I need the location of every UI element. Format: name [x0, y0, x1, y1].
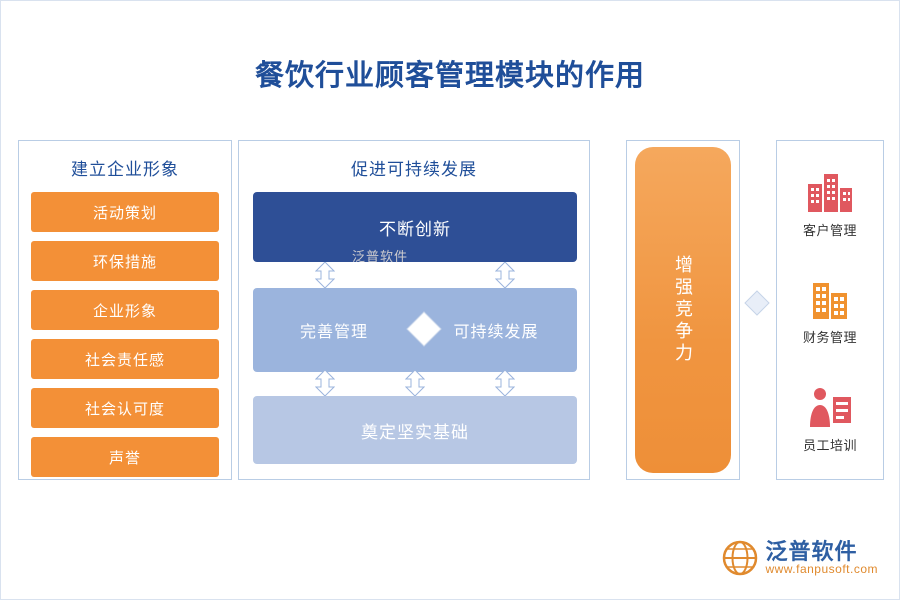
- sustain-bottom-box[interactable]: 奠定坚实基础: [253, 396, 577, 464]
- compete-pill-label[interactable]: 增强竞争力: [635, 147, 731, 473]
- sustain-top-box[interactable]: 不断创新: [253, 192, 577, 262]
- up-down-arrow-right-lower: [495, 370, 515, 396]
- logo-text: 泛普软件 www.fanpusoft.com: [765, 540, 878, 576]
- brand-item-5[interactable]: 声誉: [31, 437, 219, 477]
- module-label-1: 财务管理: [802, 330, 857, 346]
- up-down-arrow-center-lower: [405, 370, 425, 396]
- module-staff-training[interactable]: 员工培训: [777, 381, 883, 454]
- panel-connector-diamond-icon: [744, 290, 770, 316]
- panel-enhance-competitiveness: 增强竞争力: [626, 140, 740, 480]
- brand-item-list: 活动策划 环保措施 企业形象 社会责任感 社会认可度 声誉: [19, 192, 231, 477]
- sustain-mid-right-label: 可持续发展: [453, 324, 539, 341]
- buildings-icon: [805, 166, 855, 214]
- panel-brand-title: 建立企业形象: [71, 160, 179, 179]
- up-down-arrow-left-lower: [315, 370, 335, 396]
- brand-logo: 泛普软件 www.fanpusoft.com: [722, 540, 878, 576]
- panel-build-brand-image: 建立企业形象 活动策划 环保措施 企业形象 社会责任感 社会认可度 声誉: [18, 140, 232, 480]
- brand-item-1[interactable]: 环保措施: [31, 241, 219, 281]
- up-down-arrow-left-upper: [315, 262, 335, 288]
- sustain-stack: 不断创新 完善管理 可持续发展: [253, 192, 577, 468]
- panel-promote-sustainable-development: 促进可持续发展 不断创新 完善管理 可持续发展: [238, 140, 590, 480]
- module-label-2: 员工培训: [802, 437, 857, 453]
- module-label-0: 客户管理: [802, 223, 857, 239]
- module-finance-management[interactable]: 财务管理: [777, 273, 883, 346]
- person-training-icon: [805, 381, 855, 429]
- office-tower-icon: [805, 273, 855, 321]
- brand-item-3[interactable]: 社会责任感: [31, 339, 219, 379]
- panel-sustain-title: 促进可持续发展: [351, 160, 477, 179]
- globe-icon: [722, 540, 758, 576]
- sustain-mid-left-label: 完善管理: [299, 324, 368, 341]
- brand-item-2[interactable]: 企业形象: [31, 290, 219, 330]
- panel-modules: 客户管理 财务管理: [776, 140, 884, 480]
- logo-name-cn: 泛普软件: [765, 539, 858, 565]
- sustain-mid-box[interactable]: 完善管理 可持续发展: [253, 288, 577, 372]
- diamond-connector-icon: [405, 310, 443, 348]
- brand-item-4[interactable]: 社会认可度: [31, 388, 219, 428]
- brand-item-0[interactable]: 活动策划: [31, 192, 219, 232]
- up-down-arrow-right-upper: [495, 262, 515, 288]
- module-customer-management[interactable]: 客户管理: [777, 166, 883, 239]
- page-title: 餐饮行业顾客管理模块的作用: [254, 60, 645, 92]
- logo-url: www.fanpusoft.com: [765, 562, 878, 577]
